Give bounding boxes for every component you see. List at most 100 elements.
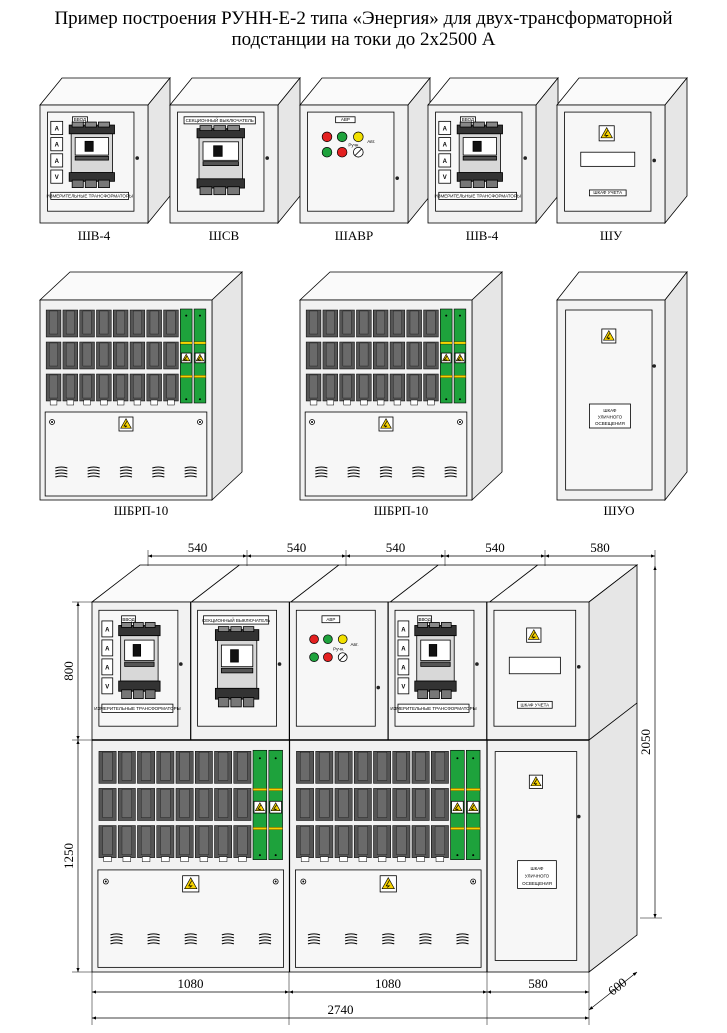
meter-label: A [55,159,60,165]
screw-center-icon [104,880,107,883]
meter-label: A [443,143,448,149]
switch-dot-icon [198,314,201,317]
meter-box [50,153,64,168]
switch-dot-icon [185,314,188,317]
sectional-switch-label-frame [183,116,256,125]
fuse-base [435,856,444,862]
cabinet-label: ШУО [603,503,634,518]
vent-slot [221,933,235,936]
title-line-2: подстанции на токи до 2х2500 А [231,29,496,50]
screw-center-icon [472,880,475,883]
fuse-cap [65,374,75,399]
terminal [133,622,144,628]
meter-label: A [55,126,60,132]
vent-slot [315,472,328,475]
fuse-base [339,856,348,862]
fuse-cap [82,310,92,335]
vent-slot [315,475,328,478]
fuse-base [343,399,351,406]
fuse-cap [325,310,335,335]
fuse-cap [376,374,385,399]
fuse-base [199,856,208,862]
dimension-value: 800 [61,661,76,681]
lamp-red-icon [323,652,333,662]
fuse-cap [218,789,229,818]
fuse-cap [218,752,229,781]
lightning-icon [604,130,609,137]
fuse-cap [133,374,142,399]
cabinet-label: ШСВ [209,228,240,243]
vent-slot [184,469,197,472]
fuse-base [416,856,425,862]
vent-slot [412,466,425,469]
fuse-cap [82,342,92,367]
vent-slot [55,466,68,469]
assembly-side [588,564,638,973]
meter-label: A [443,126,448,132]
terminal [199,125,213,131]
meter-label: A [401,647,406,653]
fuse-cap [166,310,176,335]
vent-slot [119,466,133,469]
fuse-cap [198,789,209,818]
vent-slot [184,472,197,475]
vent-slot [87,466,100,469]
fuse-base [161,856,170,862]
switch-stripe [268,788,283,791]
switch-stripe [466,827,481,830]
assembly-top [90,564,639,603]
input-breaker-icon [456,121,503,188]
terminal [440,622,452,628]
fuse-cap [166,374,176,399]
fuse-base [410,399,418,406]
vent-slot [347,475,360,478]
fuse-cap [49,374,58,399]
vent-slot [444,469,457,472]
screw-center-icon [51,421,54,423]
cabinet-top [39,77,171,106]
screw-center-icon [274,880,277,883]
terminal [472,179,485,188]
meter-box [101,658,114,676]
fuse-base [393,399,402,406]
cabinet-side [211,271,243,501]
fuse-cap [396,826,407,855]
fuse-cap [342,342,352,367]
vent-slot [344,933,358,936]
fuse-base [167,399,175,406]
meter-box [438,120,452,135]
fuse-cap [237,826,248,855]
fuse-cap [102,826,113,855]
lightning-icon [531,632,537,639]
lightning-icon [123,421,128,428]
cabinet-label: ШАВР [335,228,373,243]
switch-stripe [440,375,453,378]
vent-slot [87,472,100,475]
switch-warning-icon [180,352,192,364]
vent-slot [55,475,68,478]
breaker-strip [420,661,451,667]
street-lighting-label-frame [589,403,631,429]
dimension-value: 540 [386,540,406,555]
fuse-base [141,856,151,862]
avr-label-frame [321,615,341,624]
input-breaker-icon [118,622,161,699]
vent-slot [379,466,393,469]
fuse-cap [376,342,385,367]
vent-slot [379,472,393,475]
meter-box [438,153,452,168]
warning-icon [182,875,200,893]
fuse-cap [237,789,248,818]
dimension-value: 580 [590,540,610,555]
door-handle-icon [652,364,656,368]
breaker-strip [124,661,155,667]
breaker-lever [84,140,94,152]
meter-label: A [105,647,110,653]
fuse-cap [415,752,426,781]
cabinet-shbrp-2 [298,271,504,501]
switch-stripe [268,827,283,830]
manual-mode-label: Ручн. [333,646,344,651]
measuring-transformers-label-frame [438,191,517,200]
lightning-icon [606,333,611,340]
